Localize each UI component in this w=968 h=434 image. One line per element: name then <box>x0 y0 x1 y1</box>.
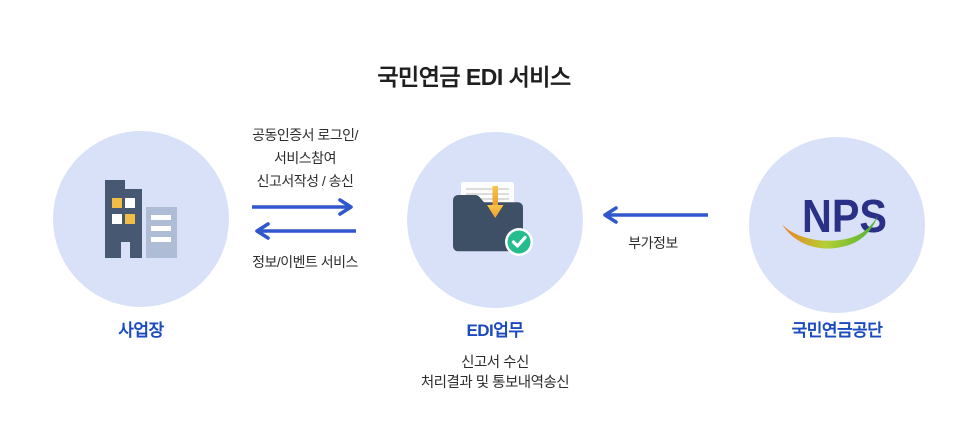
node-nps-circle: NPS <box>749 137 925 313</box>
node-edi-circle <box>407 132 583 308</box>
flow-line: 서비스참여 <box>274 150 336 166</box>
folder-check-icon <box>453 182 533 256</box>
edi-sub-line: 신고서 수신 <box>461 355 529 371</box>
node-business-circle <box>53 131 229 307</box>
arrow-right-business-to-edi <box>252 198 353 216</box>
node-edi-label: EDI업무 <box>466 321 524 340</box>
arrow-left-edi-to-business <box>255 222 356 240</box>
flow-line: 신고서작성 / 송신 <box>256 173 354 189</box>
flow-nps-to-edi-label: 부가정보 <box>628 235 678 251</box>
edi-sub-line: 처리결과 및 통보내역송신 <box>420 375 570 391</box>
nps-swoosh <box>782 215 878 249</box>
flow-business-to-edi-label: 공동인증서 로그인/ 서비스참여 신고서작성 / 송신 <box>223 124 387 193</box>
nps-logo: NPS <box>782 194 887 249</box>
node-nps-label: 국민연금공단 <box>791 321 883 340</box>
nps-logo-text: NPS <box>802 194 887 242</box>
flow-edi-to-business-label: 정보/이벤트 서비스 <box>252 254 358 270</box>
diagram-title: 국민연금 EDI 서비스 <box>377 64 571 90</box>
flow-line: 공동인증서 로그인/ <box>252 127 358 143</box>
node-business-label: 사업장 <box>118 321 164 340</box>
building-icon <box>105 180 177 258</box>
arrow-left-nps-to-edi <box>603 206 708 224</box>
